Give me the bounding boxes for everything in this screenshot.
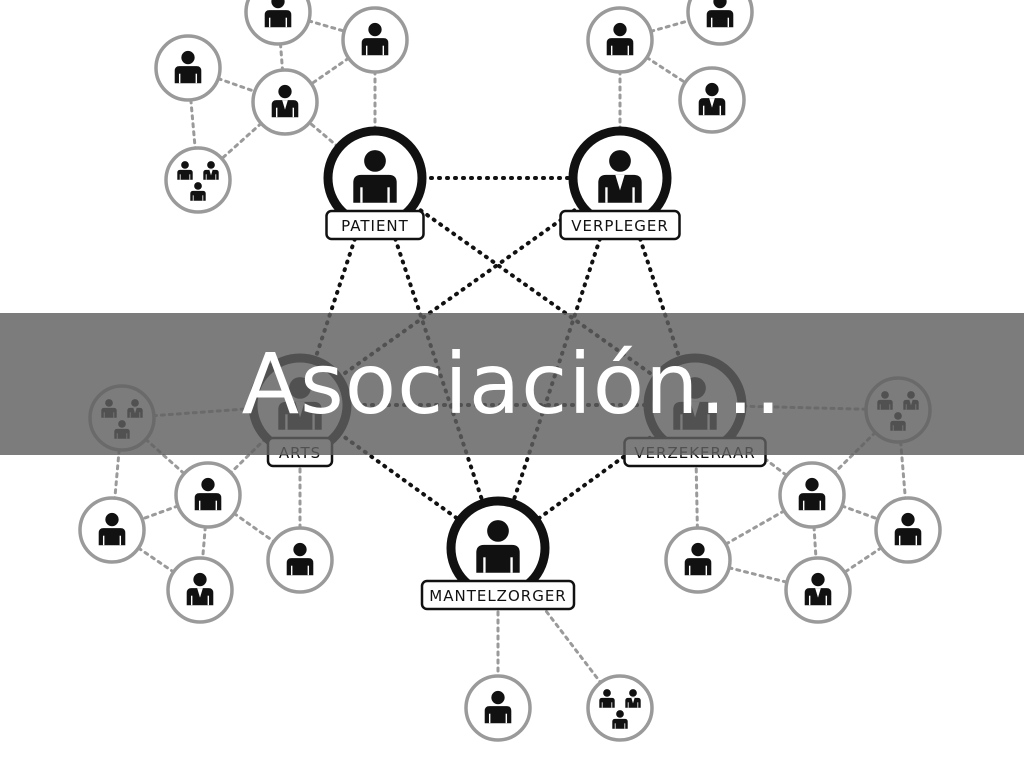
businessman-icon [698,82,726,116]
person-node [166,556,234,624]
person-node [784,556,852,624]
person-icon [286,542,314,576]
businessman-icon [804,572,832,606]
businessman-icon [598,150,642,203]
group-node [586,674,654,742]
hub-label-verpleger: VERPLEGER [571,217,669,235]
person-icon [606,22,634,56]
person-node [778,461,846,529]
hub-node-patient: PATIENT [323,126,427,241]
person-icon [190,182,206,201]
person-node [664,526,732,594]
satellite-connection [696,493,814,562]
person-node [678,66,746,134]
businessman-icon [625,689,641,708]
slide-title: Asociación... [241,335,783,433]
person-icon [361,22,389,56]
person-icon [264,0,292,28]
title-banner [0,313,1024,455]
hub-label-box [559,209,681,241]
person-icon [177,161,193,180]
person-node [174,461,242,529]
person-icon [612,710,628,729]
person-node [341,6,409,74]
person-icon [706,0,734,28]
hub-label-box [325,209,425,241]
hub-label-patient: PATIENT [341,217,409,235]
hub-node-verpleger: VERPLEGER [559,126,681,241]
hub-label-mantelzorger: MANTELZORGER [429,587,566,605]
businessman-icon [186,572,214,606]
person-node [251,68,319,136]
person-icon [894,512,922,546]
businessman-icon [271,84,299,118]
person-node [78,496,146,564]
person-icon [484,690,512,724]
person-icon [476,520,520,573]
person-icon [194,477,222,511]
person-icon [599,689,615,708]
businessman-icon [203,161,219,180]
person-icon [174,50,202,84]
person-icon [98,512,126,546]
person-node [874,496,942,564]
person-node [244,0,312,46]
hub-label-box [420,579,576,611]
person-node [586,6,654,74]
hub-node-mantelzorger: MANTELZORGER [420,496,576,611]
person-node [154,34,222,102]
person-node [686,0,754,46]
person-icon [798,477,826,511]
person-icon [353,150,397,203]
person-node [464,674,532,742]
person-icon [684,542,712,576]
person-node [266,526,334,594]
group-node [164,146,232,214]
